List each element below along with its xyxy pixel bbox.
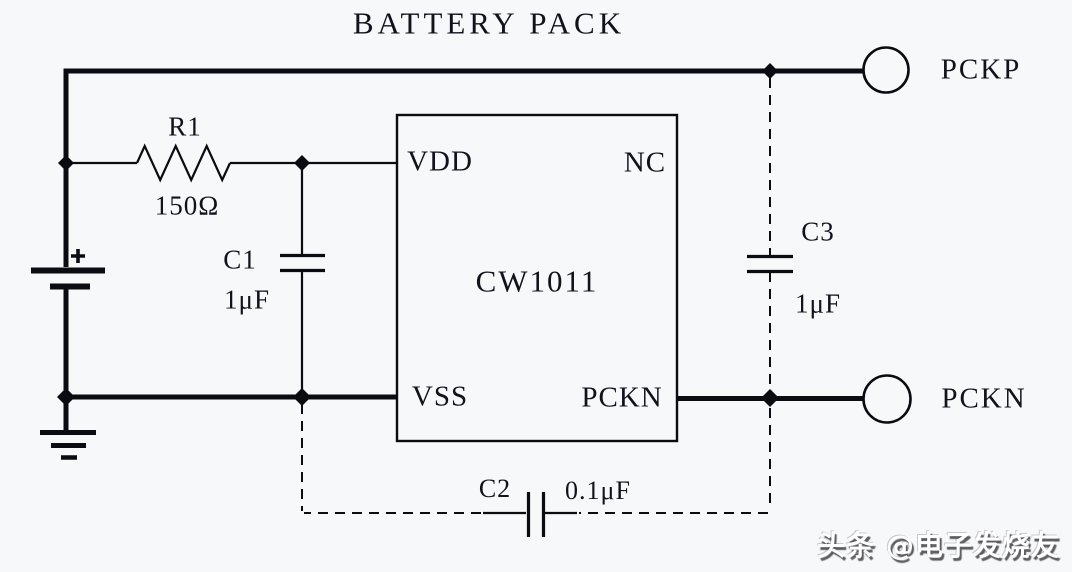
junction-dot: [57, 388, 75, 406]
battery-plus-icon: [71, 249, 85, 263]
junction-dot: [761, 389, 779, 407]
ic-body: [395, 113, 679, 443]
ic-name-label: CW1011: [475, 263, 599, 299]
c1-ref-label: C1: [223, 244, 257, 275]
r1-ref-label: R1: [168, 111, 202, 142]
junction-dot: [58, 155, 74, 171]
junction-dot: [293, 388, 311, 406]
ic-pin-pckn-label: PCKN: [581, 381, 663, 414]
capacitor-plates: [280, 253, 793, 537]
battery-symbol: [31, 249, 105, 290]
diagram-title: BATTERY PACK: [352, 5, 626, 41]
wire-top-rail: [63, 68, 863, 267]
dashed-net: [301, 78, 771, 514]
signal-wires: [66, 143, 577, 515]
r1-value-label: 150Ω: [154, 190, 220, 221]
terminal-circle-pckp: [862, 46, 910, 94]
terminal-circle-pckn: [862, 374, 912, 424]
watermark: 头条 @电子发烧友: [817, 529, 1060, 562]
ground-icon: [40, 430, 96, 460]
c3-value-label: 1μF: [795, 288, 841, 319]
ic-pin-nc-label: NC: [623, 146, 667, 179]
c3-ref-label: C3: [801, 216, 835, 247]
junction-dots: [57, 63, 779, 407]
c2-ref-label: C2: [478, 474, 512, 503]
ic-pin-vdd-label: VDD: [407, 145, 473, 178]
terminal-pckp-label: PCKP: [940, 53, 1022, 86]
c1-value-label: 1μF: [224, 284, 270, 315]
ic-pin-vss-label: VSS: [411, 380, 469, 413]
power-wires: [63, 68, 864, 432]
junction-dot: [762, 63, 778, 79]
resistor-symbol: [135, 143, 231, 183]
c2-value-label: 0.1μF: [565, 476, 631, 505]
junction-dot: [294, 155, 310, 171]
terminal-pckn-label: PCKN: [941, 382, 1027, 415]
